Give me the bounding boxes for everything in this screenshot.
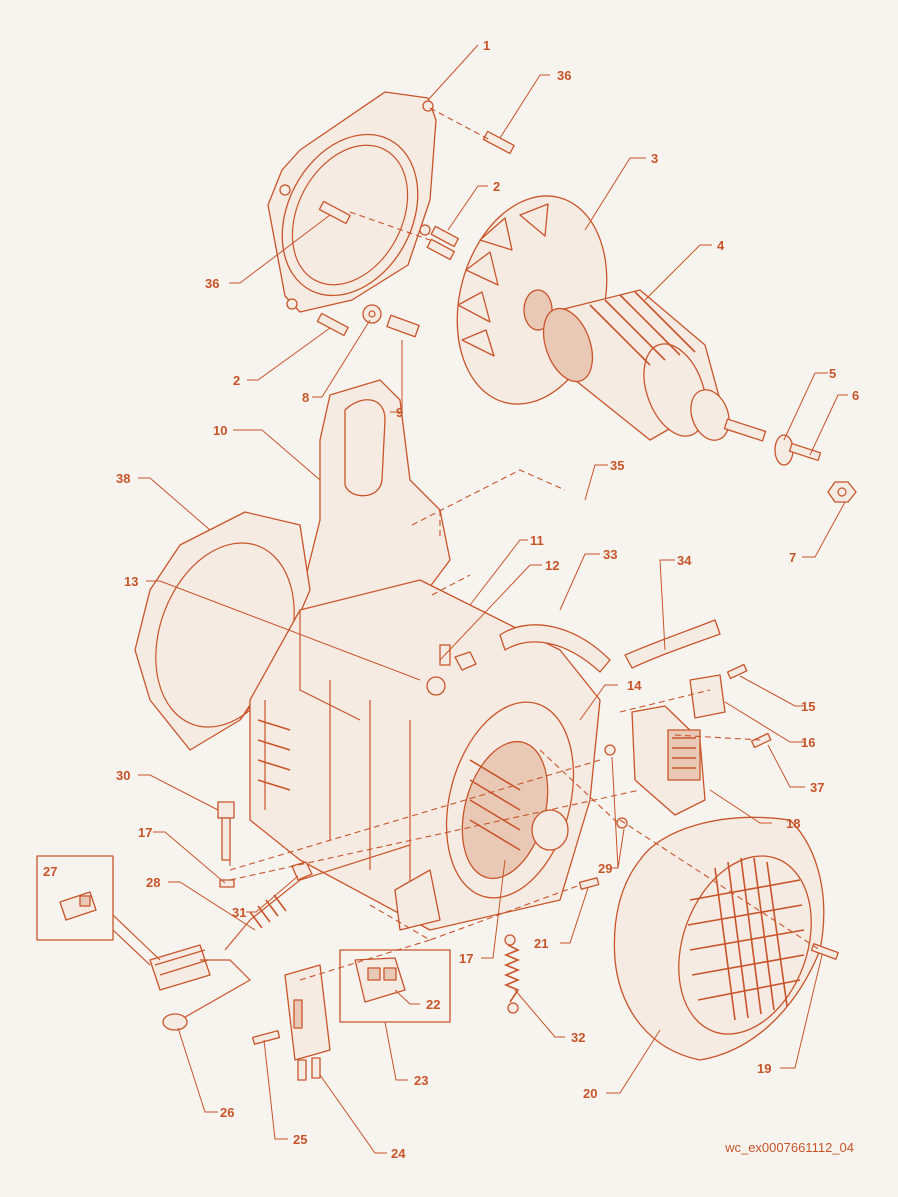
stud-bolts: [316, 107, 515, 337]
callout-1: 1: [483, 38, 490, 53]
parts-24-25-26: [252, 964, 331, 1081]
callout-3: 3: [651, 151, 658, 166]
callout-19: 19: [757, 1061, 771, 1076]
callout-36: 36: [205, 276, 219, 291]
callout-2: 2: [493, 179, 500, 194]
callout-11: 11: [530, 533, 544, 548]
part-27-inset: [36, 855, 161, 966]
hoses-33-34: [499, 619, 721, 673]
assembly-dashed-lines: [229, 469, 821, 981]
callout-5: 5: [829, 366, 836, 381]
document-id-label: wc_ex0007661112_04: [725, 1140, 854, 1155]
callout-18: 18: [786, 816, 800, 831]
callout-36: 36: [557, 68, 571, 83]
callout-16: 16: [801, 735, 815, 750]
callout-17: 17: [138, 825, 152, 840]
callout-13: 13: [124, 574, 138, 589]
callout-10: 10: [213, 423, 227, 438]
callout-25: 25: [293, 1132, 307, 1147]
callout-20: 20: [583, 1086, 597, 1101]
callout-29: 29: [598, 861, 612, 876]
callout-7: 7: [789, 550, 796, 565]
callout-22: 22: [426, 997, 440, 1012]
callout-12: 12: [545, 558, 559, 573]
rectifier-parts: [631, 663, 772, 816]
part-4-armature: [542, 289, 767, 442]
callout-leaders: [138, 44, 848, 1154]
callout-28: 28: [146, 875, 160, 890]
parts-22-23-inset: [339, 949, 451, 1023]
part-8-9-washer-bolt: [362, 304, 420, 338]
callout-35: 35: [610, 458, 624, 473]
callout-9: 9: [396, 405, 403, 420]
callout-30: 30: [116, 768, 130, 783]
callout-31: 31: [232, 905, 246, 920]
callout-8: 8: [302, 390, 309, 405]
callout-33: 33: [603, 547, 617, 562]
parts-14-29: [604, 744, 628, 829]
parts-30-31-17: [217, 801, 313, 888]
callout-24: 24: [391, 1146, 406, 1161]
callout-37: 37: [810, 780, 824, 795]
parts-21-32: [503, 877, 600, 1014]
main-generator-housing: [249, 579, 601, 931]
part-28-harness: [149, 844, 411, 1031]
callout-34: 34: [677, 553, 692, 568]
callout-27: 27: [43, 864, 57, 879]
callout-4: 4: [717, 238, 725, 253]
part-19-screw: [810, 943, 839, 960]
callout-38: 38: [116, 471, 130, 486]
callout-21: 21: [534, 936, 548, 951]
part-1-end-plate: [267, 91, 437, 313]
callout-26: 26: [220, 1105, 234, 1120]
callout-2: 2: [233, 373, 240, 388]
callout-23: 23: [414, 1073, 428, 1088]
callout-labels: 1 36 3 2 4 36 2 8 9 10 5 6 38 35 7 11 12…: [43, 38, 859, 1161]
part-20-fan-cover: [613, 816, 825, 1061]
callout-17: 17: [459, 951, 473, 966]
parts-5-6-7: [774, 434, 857, 503]
callout-14: 14: [627, 678, 642, 693]
callout-15: 15: [801, 699, 815, 714]
callout-32: 32: [571, 1030, 585, 1045]
callout-6: 6: [852, 388, 859, 403]
